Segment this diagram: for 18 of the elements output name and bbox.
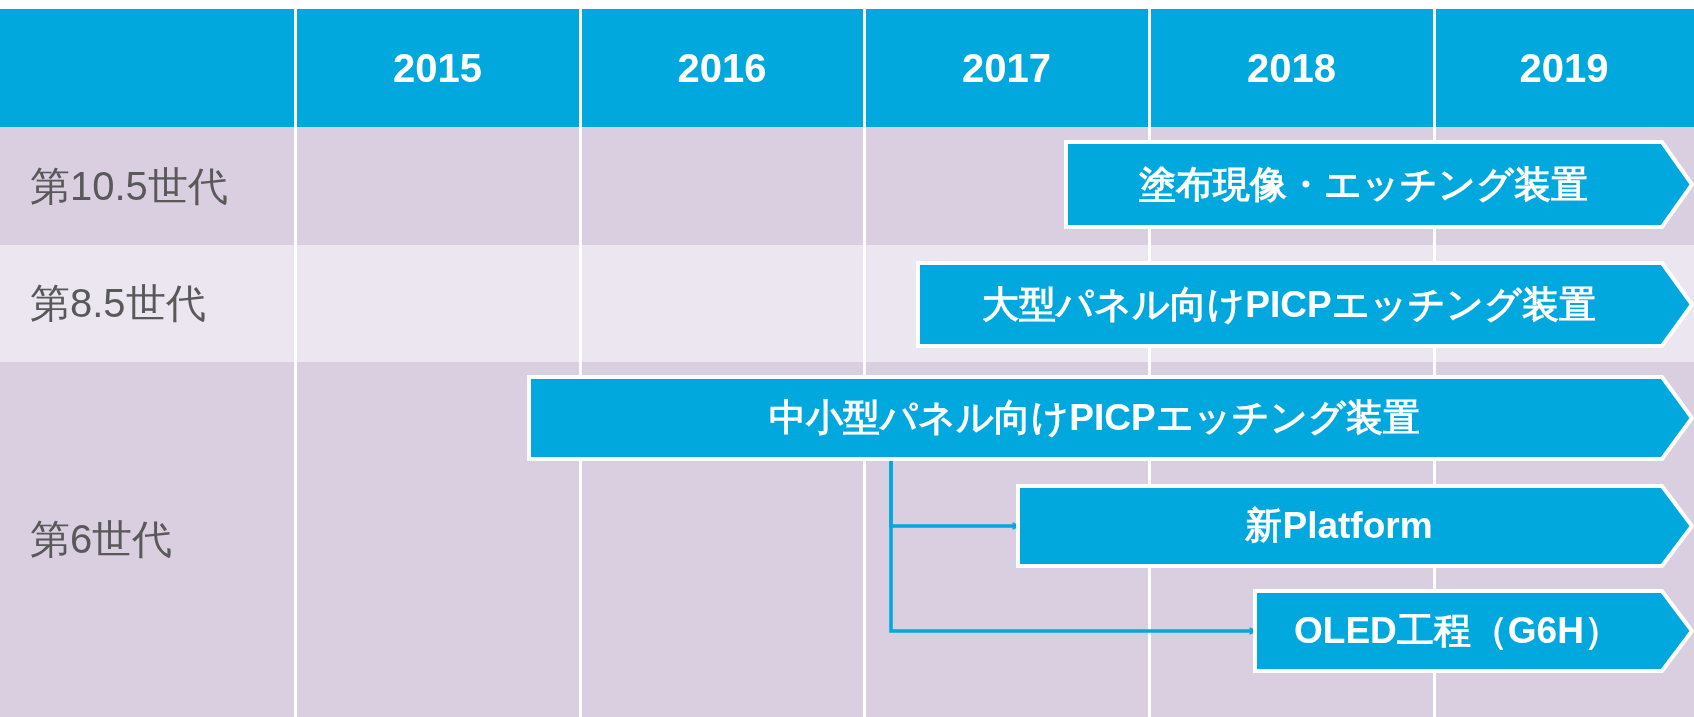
bar-label: 塗布現像・エッチング装置 — [1137, 162, 1589, 207]
bar-label: 大型パネル向けPICPエッチング装置 — [981, 282, 1597, 327]
timeline-arrow-bar — [1253, 589, 1694, 673]
generation-label: 第10.5世代 — [30, 162, 228, 210]
generation-label: 第6世代 — [30, 516, 173, 563]
year-label: 2017 — [962, 45, 1051, 91]
year-label: 2019 — [1519, 45, 1609, 91]
year-label: 2018 — [1247, 45, 1336, 91]
bar-label: 中小型パネル向けPICPエッチング装置 — [768, 396, 1421, 440]
timeline-arrow-bar — [527, 375, 1694, 461]
year-label: 2016 — [677, 45, 767, 91]
bar-label: OLED工程（G6H） — [1293, 609, 1622, 653]
bar-label: 新Platform — [1244, 504, 1434, 548]
timeline-arrow-bar — [1016, 484, 1694, 568]
year-label: 2015 — [393, 45, 482, 91]
timeline-arrow-bar — [916, 261, 1694, 348]
generation-label: 第8.5世代 — [30, 280, 206, 327]
timeline-arrow-bar — [1064, 140, 1694, 229]
